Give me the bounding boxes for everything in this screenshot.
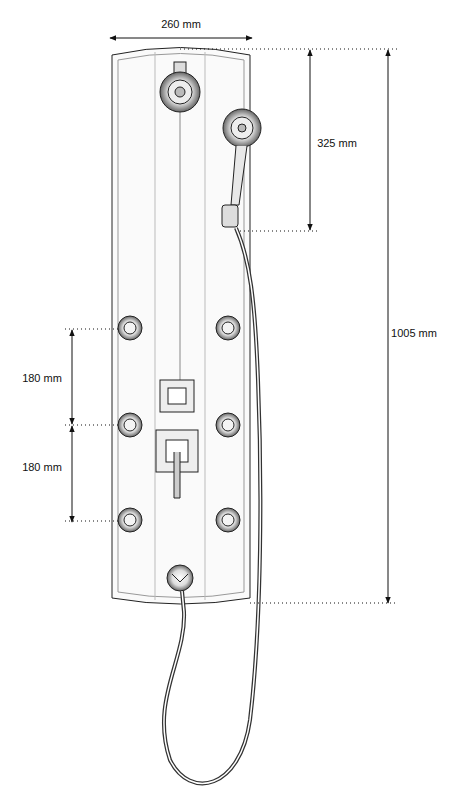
dimension-label: 1005 mm (389, 327, 439, 340)
dimension-label: 325 mm (315, 137, 359, 150)
dimension-label: 260 mm (159, 18, 203, 31)
dimension-label: 180 mm (20, 372, 64, 385)
dimension-label: 180 mm (20, 461, 64, 474)
